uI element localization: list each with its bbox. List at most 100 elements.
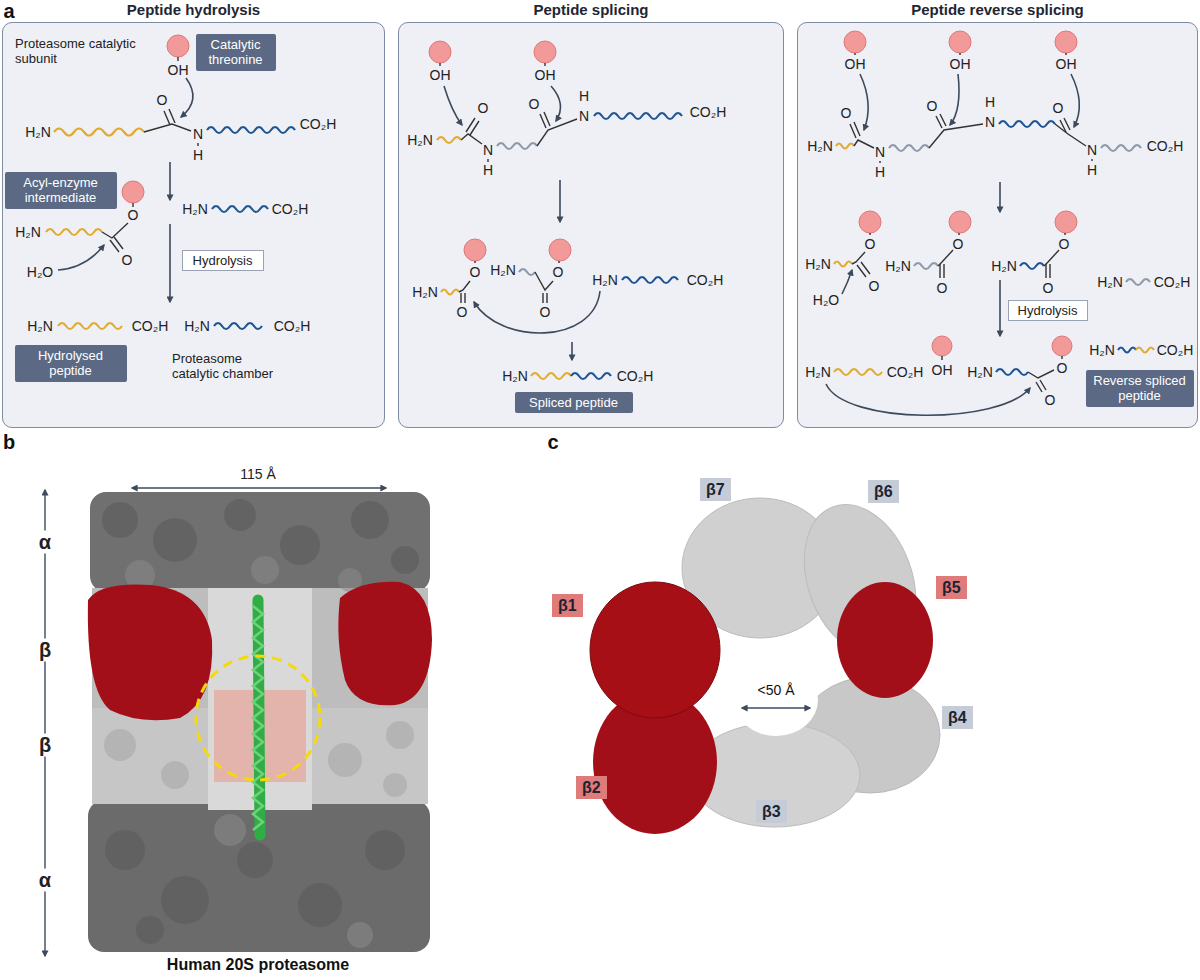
chemical-bond — [1091, 159, 1092, 161]
chem-group: H₂N — [805, 364, 831, 380]
figure-caption: Human 20S proteasome — [167, 956, 349, 974]
rect-shape — [398, 22, 784, 428]
chemical-bond — [197, 143, 198, 146]
peptide-chain — [212, 206, 268, 212]
box-text: Spliced peptide — [521, 395, 627, 411]
chem-group: OH — [535, 67, 556, 83]
chemical-bond — [461, 293, 465, 303]
ring-label: α — [36, 531, 54, 554]
chem-group: H₂N — [412, 284, 438, 300]
chem-group: H₂N — [25, 124, 51, 140]
box-text: Acyl-enzyme intermediate — [11, 175, 111, 206]
chem-group: H₂N — [184, 318, 210, 334]
chem-group: H₂N — [27, 318, 53, 334]
chemical-bond — [177, 57, 178, 61]
callout-box: Hydrolysed peptide — [15, 345, 127, 382]
chem-atom: H — [579, 88, 589, 104]
chemical-bond — [474, 261, 475, 263]
panel-letter: b — [3, 431, 15, 454]
chemical-bond — [1028, 370, 1054, 378]
enzyme-circle — [534, 41, 556, 63]
enzyme-circle — [932, 336, 952, 356]
reaction-arrow — [950, 74, 959, 125]
circle-shape — [298, 883, 342, 927]
chem-atom: O — [953, 236, 964, 252]
chem-atom: O — [1057, 360, 1068, 376]
chemical-bond — [540, 112, 550, 128]
chemical-bond — [938, 250, 953, 266]
subunit-tag: β4 — [942, 706, 973, 729]
chem-group: CO₂H — [1154, 274, 1191, 290]
reaction-arrow — [571, 342, 573, 360]
box-text: β3 — [762, 802, 781, 821]
peptide-chain — [531, 373, 571, 379]
chem-group: H₂N — [991, 258, 1017, 274]
peptide-chain — [207, 127, 295, 133]
chemical-bond — [1061, 356, 1062, 359]
chemical-bond — [544, 63, 545, 66]
enzyme-circle — [464, 239, 486, 261]
chemical-bond — [1036, 380, 1046, 392]
peptide-chain — [54, 129, 144, 136]
chem-group: CO₂H — [1157, 342, 1194, 358]
subunit-tag: β6 — [868, 480, 899, 503]
callout-box: Catalytic threonine — [196, 34, 276, 71]
chem-atom: N — [1087, 142, 1097, 158]
callout-box: Reverse spliced peptide — [1086, 370, 1194, 407]
circle-shape — [391, 546, 419, 574]
chem-group: CO₂H — [272, 201, 309, 217]
ring-label: β — [36, 639, 54, 662]
chem-group: CO₂H — [274, 318, 311, 334]
box-text: β4 — [948, 708, 967, 727]
chem-atom: N — [193, 126, 203, 142]
chemical-bond — [164, 109, 175, 125]
chemical-bond — [879, 161, 880, 163]
box-text: β7 — [706, 480, 725, 499]
chem-atom: O — [553, 264, 564, 280]
enzyme-circle — [1052, 336, 1072, 356]
circle-shape — [351, 501, 389, 539]
circle-shape — [383, 773, 407, 797]
peptide-chain — [999, 121, 1055, 127]
subunit-tag: β2 — [576, 776, 607, 799]
box-text: β5 — [942, 578, 961, 597]
chemical-bond — [1065, 53, 1066, 55]
chemical-bond — [929, 124, 983, 148]
chem-atom: H — [875, 164, 885, 180]
chemical-bond — [850, 122, 860, 138]
circle-shape — [136, 916, 164, 944]
reaction-arrow — [559, 180, 561, 222]
enzyme-circle — [429, 41, 451, 63]
reaction-arrow — [169, 162, 171, 200]
enzyme-circle — [1055, 211, 1077, 233]
chemical-bond — [487, 159, 488, 162]
chem-atom: H — [1087, 162, 1097, 178]
chem-group: OH — [950, 56, 971, 72]
chem-atom: O — [470, 264, 481, 280]
box-text: Hydrolysed peptide — [21, 348, 121, 379]
chem-group: H₂N — [885, 258, 911, 274]
circle-shape — [224, 499, 256, 531]
peptide-chain — [1136, 348, 1154, 353]
chem-group: H₂N — [1097, 274, 1123, 290]
chem-group: CO₂H — [617, 368, 654, 384]
enzyme-circle — [949, 211, 971, 233]
chemical-bond — [852, 252, 865, 264]
circle-shape — [161, 876, 209, 924]
chemical-bond — [936, 114, 946, 128]
peptide-chain — [914, 263, 938, 269]
chem-atom: N — [483, 142, 493, 158]
circle-shape — [347, 922, 373, 948]
chem-atom: O — [1059, 236, 1070, 252]
dimension-arrow — [132, 487, 386, 488]
chem-group: H₂N — [15, 224, 41, 240]
reaction-arrow — [999, 182, 1001, 212]
peptide-chain — [889, 145, 929, 151]
dimension-label: 115 Å — [240, 466, 276, 482]
chemical-bond — [941, 356, 942, 360]
chemical-bond — [857, 262, 870, 277]
rect-shape — [2, 22, 385, 428]
reaction-arrow — [181, 78, 193, 117]
enzyme-circle — [549, 239, 571, 261]
